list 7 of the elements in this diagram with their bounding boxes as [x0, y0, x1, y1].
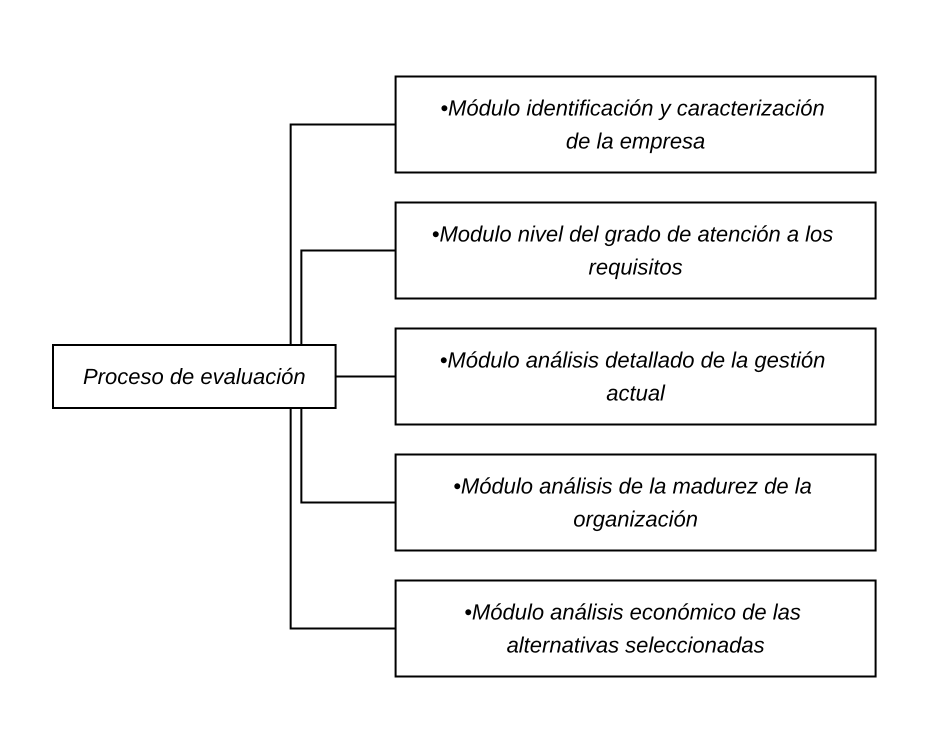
node-box: •Módulo análisis económico de las alternativas seleccionadas [394, 580, 876, 678]
node-box: •Módulo análisis de la madurez de la organización [394, 454, 876, 552]
node-box: Proceso de evaluación [52, 344, 336, 409]
connector [335, 376, 396, 378]
node-box: •Módulo análisis detallado de la gestión actual [394, 328, 876, 426]
node-box: •Módulo identificación y caracterización de la empresa [394, 76, 876, 174]
node-box: •Modulo nivel del grado de atención a los requisitos [394, 202, 876, 300]
